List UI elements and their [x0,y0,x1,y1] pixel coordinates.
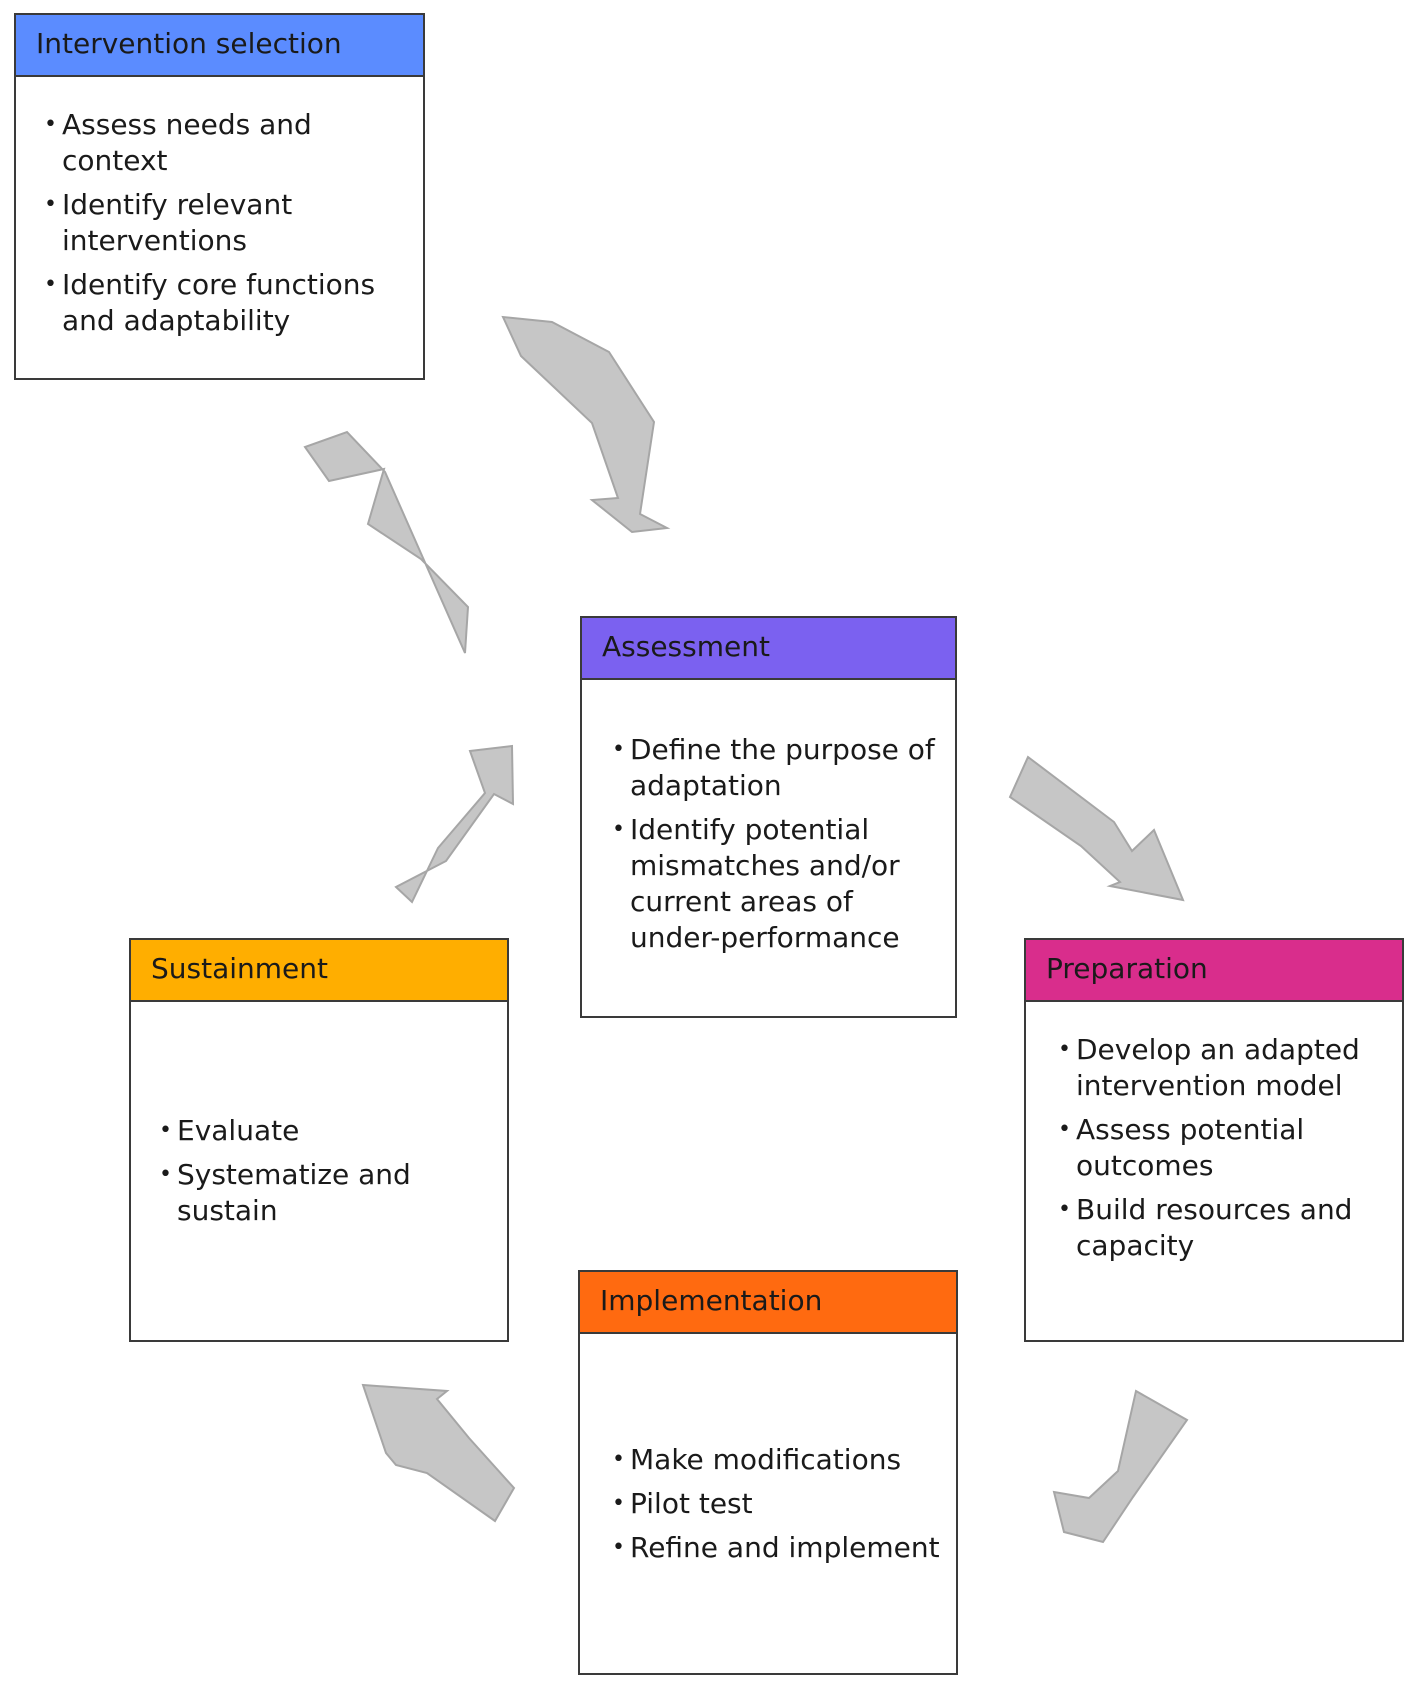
arrow-selection-to-assessment [501,315,671,534]
list-item: •Assess needs and context [44,108,312,177]
list-item: •Define the purpose of adaptation [612,733,935,802]
bullet-icon: • [1058,1037,1071,1062]
sustainment-body: •Evaluate •Systematize and sustain [131,1002,507,1340]
preparation-list: •Develop an adapted intervention model •… [1058,1032,1388,1264]
sustainment-title: Sustainment [131,940,507,1002]
bullet-icon: • [44,272,57,297]
assessment-title: Assessment [582,618,955,680]
intervention-selection-body: •Assess needs and context •Identify rele… [16,77,423,378]
bullet-icon: • [612,1490,625,1516]
list-item: •Refine and implement [612,1530,940,1564]
assessment-list: •Define the purpose of adaptation •Ident… [612,732,939,956]
arrow-assessment-to-preparation [1008,755,1185,902]
sustainment-box: Sustainment •Evaluate •Systematize and s… [129,938,509,1342]
arrow-preparation-to-implementation [1052,1389,1189,1544]
bullet-icon: • [159,1118,172,1143]
bullet-icon: • [1058,1197,1071,1222]
intervention-selection-title: Intervention selection [16,15,423,77]
implementation-box: Implementation •Make modifications •Pilo… [578,1270,958,1675]
bullet-icon: • [612,1446,625,1472]
list-item: •Identify potential mismatches and/or cu… [612,813,900,954]
implementation-title: Implementation [580,1272,956,1334]
intervention-selection-list: •Assess needs and context •Identify rele… [44,107,405,339]
bullet-icon: • [1058,1117,1071,1142]
list-item: •Make modifications [612,1442,902,1476]
sustainment-list: •Evaluate •Systematize and sustain [159,1113,493,1229]
list-item: •Identify relevant interventions [44,188,293,257]
preparation-box: Preparation •Develop an adapted interven… [1024,938,1404,1342]
list-item: •Develop an adapted intervention model [1058,1033,1360,1102]
list-item: •Pilot test [612,1486,753,1520]
list-item: •Identify core functions and adaptabilit… [44,268,376,337]
list-item: •Assess potential outcomes [1058,1113,1305,1182]
assessment-body: •Define the purpose of adaptation •Ident… [582,680,955,1016]
bullet-icon: • [159,1162,172,1187]
bullet-icon: • [612,737,625,762]
implementation-body: •Make modifications •Pilot test •Refine … [580,1334,956,1673]
list-item: •Build resources and capacity [1058,1193,1353,1262]
bullet-icon: • [44,192,57,217]
intervention-selection-box: Intervention selection •Assess needs and… [14,13,425,380]
arrow-implementation-to-sustainment [361,1383,516,1523]
preparation-body: •Develop an adapted intervention model •… [1026,1002,1402,1340]
implementation-list: •Make modifications •Pilot test •Refine … [612,1442,944,1566]
assessment-box: Assessment •Define the purpose of adapta… [580,616,957,1018]
preparation-title: Preparation [1026,940,1402,1002]
bullet-icon: • [612,1534,625,1560]
arrow-sustainment-to-assessment [394,744,515,904]
list-item: •Systematize and sustain [159,1158,411,1227]
bullet-icon: • [612,817,625,842]
arrow-assessment-to-selection [303,430,470,654]
bullet-icon: • [44,112,57,137]
list-item: •Evaluate [159,1114,300,1147]
